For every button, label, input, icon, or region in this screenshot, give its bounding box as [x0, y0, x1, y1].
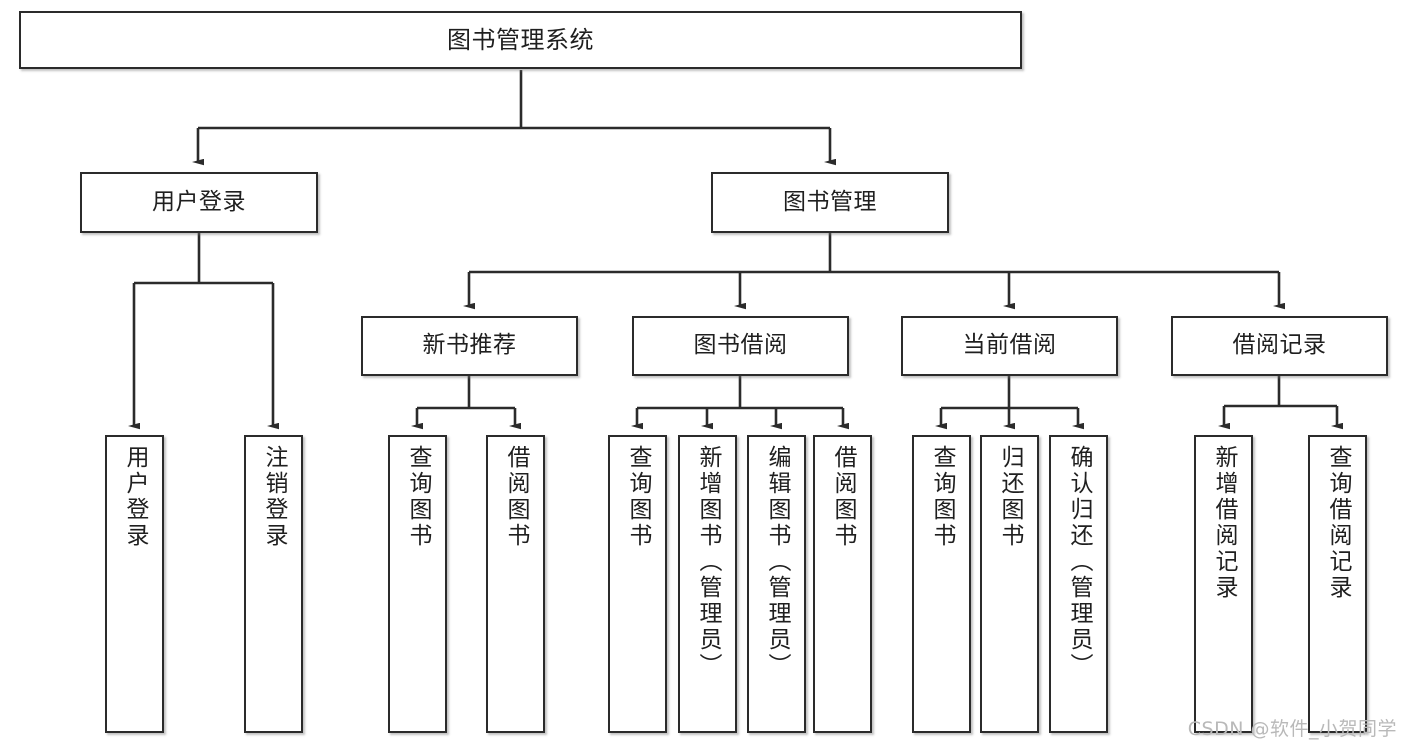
node-leaf-query-book-b[interactable]: 查询图书 [608, 435, 667, 733]
node-leaf-query-book-c-label: 查询图书 [929, 445, 955, 549]
watermark: CSDN @软件_小贺同学 [1187, 718, 1397, 740]
node-leaf-user-login[interactable]: 用户登录 [105, 435, 164, 733]
node-leaf-borrow-book-a[interactable]: 借阅图书 [486, 435, 545, 733]
node-leaf-logout-label: 注销登录 [261, 445, 287, 549]
node-user-login-label: 用户登录 [152, 188, 246, 215]
node-leaf-add-record-label: 新增借阅记录 [1211, 445, 1237, 601]
node-leaf-query-book-b-label: 查询图书 [625, 445, 651, 549]
node-leaf-borrow-book-b[interactable]: 借阅图书 [813, 435, 872, 733]
node-leaf-return-book-label: 归还图书 [997, 445, 1023, 549]
node-leaf-edit-book[interactable]: 编辑图书（管理员） [747, 435, 806, 733]
node-leaf-add-book-label: 新增图书（管理员） [695, 445, 721, 679]
node-book-borrow-label: 图书借阅 [693, 332, 788, 359]
node-leaf-add-record[interactable]: 新增借阅记录 [1194, 435, 1253, 733]
node-leaf-confirm-return-label: 确认归还（管理员） [1066, 445, 1092, 679]
node-current-borrow-label: 当前借阅 [962, 332, 1057, 359]
node-leaf-confirm-return[interactable]: 确认归还（管理员） [1049, 435, 1108, 733]
node-leaf-borrow-book-a-label: 借阅图书 [503, 445, 529, 549]
node-borrow-record-label: 借阅记录 [1232, 332, 1327, 359]
node-new-book-rec-label: 新书推荐 [422, 332, 517, 359]
node-leaf-query-record[interactable]: 查询借阅记录 [1308, 435, 1367, 733]
node-leaf-add-book[interactable]: 新增图书（管理员） [678, 435, 737, 733]
node-book-manage[interactable]: 图书管理 [711, 172, 949, 233]
node-leaf-edit-book-label: 编辑图书（管理员） [764, 445, 790, 679]
node-book-borrow[interactable]: 图书借阅 [632, 316, 849, 376]
node-leaf-user-login-label: 用户登录 [122, 445, 148, 549]
node-root-label: 图书管理系统 [447, 25, 594, 54]
node-leaf-query-book-a-label: 查询图书 [405, 445, 431, 549]
node-leaf-borrow-book-b-label: 借阅图书 [830, 445, 856, 549]
node-leaf-query-book-a[interactable]: 查询图书 [388, 435, 447, 733]
node-leaf-query-book-c[interactable]: 查询图书 [912, 435, 971, 733]
node-leaf-query-record-label: 查询借阅记录 [1325, 445, 1351, 601]
node-new-book-rec[interactable]: 新书推荐 [361, 316, 578, 376]
node-current-borrow[interactable]: 当前借阅 [901, 316, 1118, 376]
node-book-manage-label: 图书管理 [783, 188, 877, 215]
node-borrow-record[interactable]: 借阅记录 [1171, 316, 1388, 376]
node-leaf-logout[interactable]: 注销登录 [244, 435, 303, 733]
node-leaf-return-book[interactable]: 归还图书 [980, 435, 1039, 733]
node-user-login[interactable]: 用户登录 [80, 172, 318, 233]
node-root[interactable]: 图书管理系统 [19, 11, 1022, 69]
